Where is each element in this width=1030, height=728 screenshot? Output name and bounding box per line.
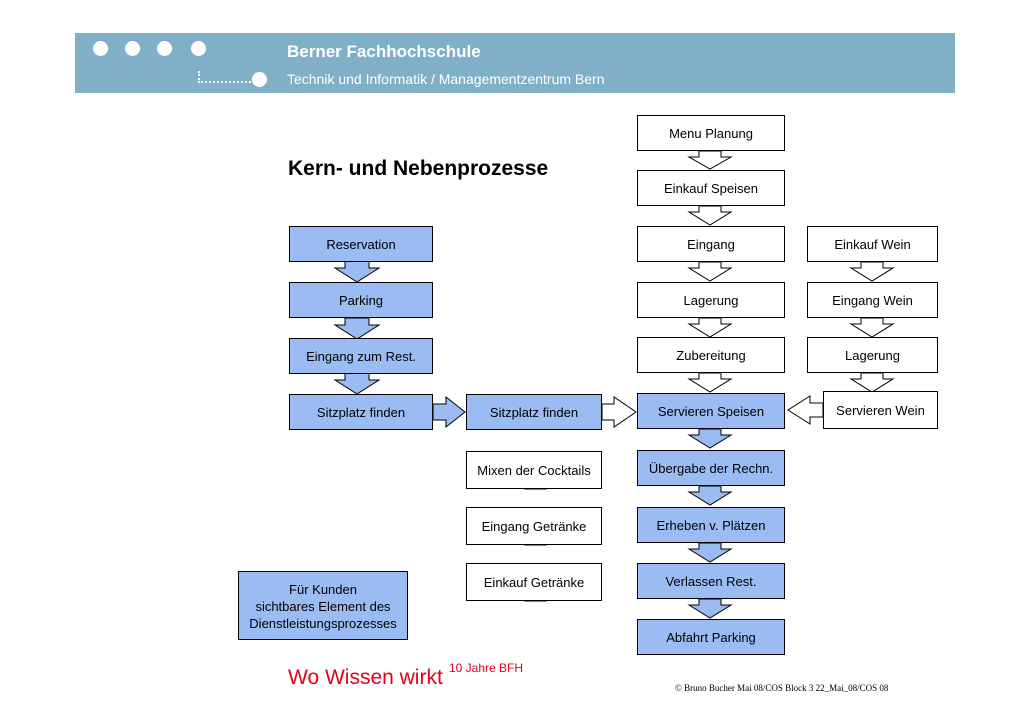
process-einkauf-speisen: Einkauf Speisen xyxy=(637,170,785,206)
process-erheben-v-plaetzen: Erheben v. Plätzen xyxy=(637,507,785,543)
arrow-down xyxy=(687,485,733,506)
process-zubereitung: Zubereitung xyxy=(637,337,785,373)
process-reservation: Reservation xyxy=(289,226,433,262)
arrow-down xyxy=(687,150,733,170)
header-dot-icon xyxy=(93,41,108,56)
process-lagerung: Lagerung xyxy=(637,282,785,318)
process-eingang-zum-rest: Eingang zum Rest. xyxy=(289,338,433,374)
process-eingang-wein: Eingang Wein xyxy=(807,282,938,318)
process-uebergabe-der-rechnung: Übergabe der Rechn. xyxy=(637,450,785,486)
arrow-down xyxy=(849,261,895,282)
arrow-down xyxy=(687,317,733,338)
process-lagerung-wein: Lagerung xyxy=(807,337,938,373)
legend-box: Für Kunden sichtbares Element des Dienst… xyxy=(238,571,408,640)
slogan: Wo Wissen wirkt xyxy=(288,666,443,689)
process-servieren-speisen: Servieren Speisen xyxy=(637,393,785,429)
department-name: Technik und Informatik / Managementzentr… xyxy=(287,71,605,87)
arrow-right xyxy=(432,395,466,429)
legend-line: Für Kunden xyxy=(289,582,357,597)
process-mixen-der-cocktails: Mixen der Cocktails xyxy=(466,451,602,489)
arrow-right xyxy=(601,396,637,428)
arrow-down xyxy=(687,261,733,282)
process-menu-planung: Menu Planung xyxy=(637,115,785,151)
header-dot-icon xyxy=(252,72,267,87)
arrow-down xyxy=(333,317,381,340)
slide-title: Kern- und Nebenprozesse xyxy=(288,157,549,180)
copyright-note: © Bruno Bucher Mai 08/COS Block 3 22_Mai… xyxy=(675,683,889,693)
header-dot-icon xyxy=(125,41,140,56)
jubilee-label: 10 Jahre BFH xyxy=(449,661,524,675)
arrow-down xyxy=(333,371,381,395)
arrow-down xyxy=(849,372,895,393)
process-einkauf-wein: Einkauf Wein xyxy=(807,226,938,262)
header-dot-icon xyxy=(191,41,206,56)
organization-name: Berner Fachhochschule xyxy=(287,42,481,61)
process-eingang-getraenke: Eingang Getränke xyxy=(466,507,602,545)
arrow-down xyxy=(849,317,895,338)
arrow-down xyxy=(687,542,733,563)
process-sitzplatz-finden-bar: Sitzplatz finden xyxy=(466,394,602,430)
process-servieren-wein: Servieren Wein xyxy=(823,391,938,429)
process-parking: Parking xyxy=(289,282,433,318)
process-verlassen-rest: Verlassen Rest. xyxy=(637,563,785,599)
process-abfahrt-parking: Abfahrt Parking xyxy=(637,619,785,655)
process-sitzplatz-finden-customer: Sitzplatz finden xyxy=(289,394,433,430)
header-band: Berner Fachhochschule Technik und Inform… xyxy=(75,33,955,93)
header-connector-icon xyxy=(198,71,255,83)
legend-line: Dienstleistungsprozesses xyxy=(249,616,397,631)
arrow-left xyxy=(787,395,824,425)
arrow-down xyxy=(687,598,733,619)
arrow-down xyxy=(333,259,381,283)
legend-line: sichtbares Element des xyxy=(255,599,391,614)
process-eingang: Eingang xyxy=(637,226,785,262)
arrow-down xyxy=(687,372,733,393)
arrow-down xyxy=(687,205,733,226)
header-dot-icon xyxy=(157,41,172,56)
arrow-down xyxy=(687,428,733,449)
process-einkauf-getraenke: Einkauf Getränke xyxy=(466,563,602,601)
